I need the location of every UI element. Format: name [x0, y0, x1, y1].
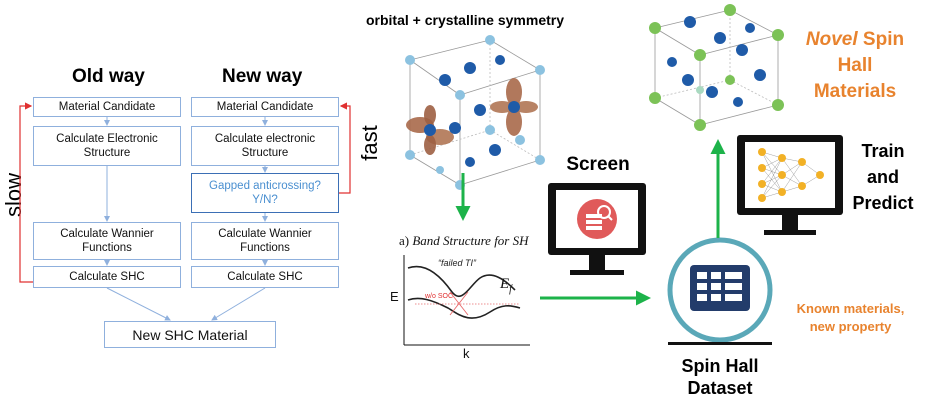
- energy-axis-label: E: [390, 289, 399, 304]
- known-line2: new property: [809, 319, 892, 334]
- old-step-material-candidate: Material Candidate: [33, 97, 181, 117]
- known-materials-label: Known materials, new property: [778, 300, 923, 336]
- k-axis-label: k: [463, 346, 470, 361]
- new-step-wannier-functions: Calculate Wannier Functions: [191, 222, 339, 260]
- neural-network-monitor-illustration: [737, 135, 843, 235]
- ef-subscript: f: [509, 284, 512, 295]
- old-step-electronic-structure: Calculate Electronic Structure: [33, 126, 181, 166]
- crystal-lattice-illustration: [405, 35, 545, 190]
- novel-materials-label: Novel Spin Hall Materials: [785, 27, 925, 105]
- lower-band: [407, 297, 521, 319]
- result-new-shc-material: New SHC Material: [104, 321, 276, 348]
- crystal-title: orbital + crystalline symmetry: [365, 12, 565, 28]
- old-way-title: Old way: [72, 66, 145, 87]
- soc-label: w/o SOC: [425, 293, 454, 300]
- novel-line1-rest: Spin: [857, 29, 905, 50]
- failed-ti-label: “failed TI”: [438, 258, 477, 268]
- novel-line3: Materials: [813, 81, 897, 102]
- old-step-shc: Calculate SHC: [33, 266, 181, 288]
- novel-crystal-illustration: [649, 4, 784, 131]
- novel-italic: Novel: [805, 29, 858, 50]
- fermi-level-label: Ef: [500, 276, 512, 295]
- dataset-icon: [667, 237, 773, 345]
- new-way-title: New way: [222, 66, 303, 87]
- train-predict-label: Train and Predict: [843, 138, 923, 216]
- dataset-label: Spin Hall Dataset: [655, 355, 785, 399]
- novel-line2: Hall: [837, 55, 873, 76]
- old-step-wannier-functions: Calculate Wannier Functions: [33, 222, 181, 260]
- band-structure-caption: a) Band Structure for SH: [399, 233, 529, 249]
- train-line3: Predict: [852, 193, 914, 213]
- screen-monitor-illustration: [548, 183, 646, 275]
- new-step-gapped-anticrossing: Gapped anticrossing? Y/N?: [191, 173, 339, 213]
- band-structure-plot: [403, 255, 530, 346]
- new-step-shc: Calculate SHC: [191, 266, 339, 288]
- screen-label: Screen: [566, 154, 630, 175]
- novel-line1: Novel Spin: [785, 27, 925, 53]
- band-caption-title: Band Structure for SH: [412, 233, 529, 248]
- new-step-electronic-structure: Calculate electronic Structure: [191, 126, 339, 166]
- upper-band: [407, 265, 516, 298]
- ef-letter: E: [500, 276, 510, 292]
- train-line1: Train: [861, 141, 905, 161]
- new-step-material-candidate: Material Candidate: [191, 97, 339, 117]
- band-caption-prefix: a): [399, 233, 410, 248]
- dataset-label-line2: Dataset: [687, 378, 753, 398]
- known-line1: Known materials,: [796, 301, 905, 316]
- dataset-label-line1: Spin Hall: [681, 356, 759, 376]
- train-line2: and: [866, 167, 899, 187]
